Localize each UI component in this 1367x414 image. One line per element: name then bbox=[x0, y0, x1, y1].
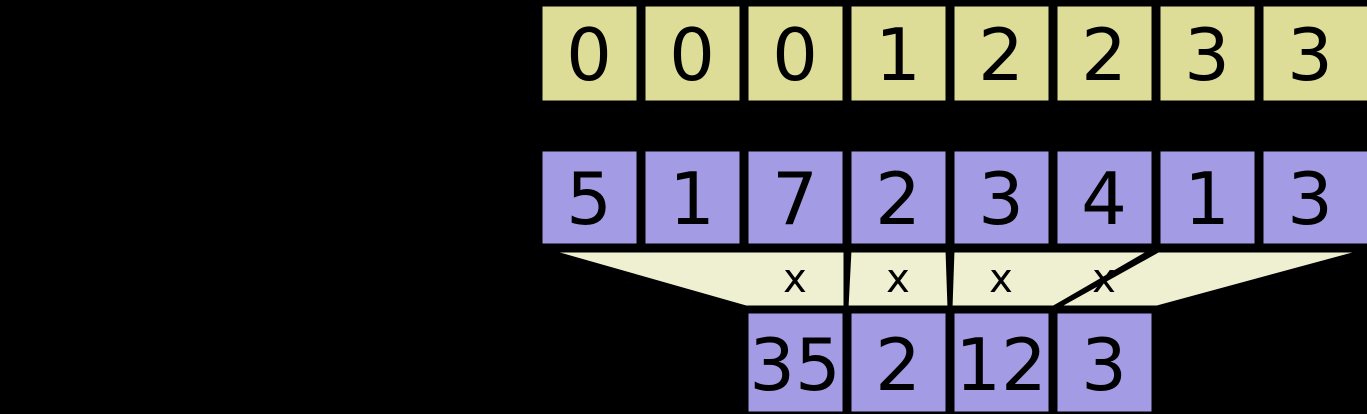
segment-id-cell bbox=[949, 1, 1054, 106]
input-value-label: 5 bbox=[566, 157, 612, 241]
input-value-cell bbox=[743, 146, 848, 249]
output-value-label: 3 bbox=[1081, 323, 1127, 407]
segment-id-label: 0 bbox=[669, 13, 715, 97]
output-value-label: 12 bbox=[955, 323, 1047, 407]
output-value-label: 35 bbox=[749, 323, 841, 407]
input-value-label: 4 bbox=[1081, 157, 1127, 241]
output-values-row: 35 2 12 3 bbox=[743, 308, 1157, 414]
input-value-cell bbox=[640, 146, 745, 249]
input-value-cell bbox=[1258, 146, 1367, 249]
input-value-label: 3 bbox=[1287, 157, 1333, 241]
reduce-operator-label: x bbox=[1092, 256, 1116, 302]
segment-id-cell bbox=[1052, 1, 1157, 106]
segment-id-cell bbox=[1258, 1, 1367, 106]
segment-id-cell bbox=[846, 1, 951, 106]
output-value-label: 2 bbox=[875, 323, 921, 407]
operator-band-row: x x x x bbox=[541, 247, 1367, 311]
segment-id-label: 2 bbox=[978, 13, 1024, 97]
input-value-label: 2 bbox=[875, 157, 921, 241]
segment-id-cell bbox=[1155, 1, 1260, 106]
segment-id-cell bbox=[537, 1, 642, 106]
output-value-cell bbox=[1052, 308, 1157, 414]
input-value-cell bbox=[949, 146, 1054, 249]
segment-ids-row: 0 0 0 1 2 2 3 3 bbox=[537, 1, 1367, 106]
input-value-label: 1 bbox=[1184, 157, 1230, 241]
reduce-operator-label: x bbox=[783, 256, 807, 302]
input-value-cell bbox=[1052, 146, 1157, 249]
input-value-cell bbox=[846, 146, 951, 249]
segment-id-cell bbox=[743, 1, 848, 106]
reduce-operator-label: x bbox=[989, 256, 1013, 302]
input-value-label: 1 bbox=[669, 157, 715, 241]
output-value-cell bbox=[846, 308, 951, 414]
segment-id-cell bbox=[640, 1, 745, 106]
output-value-cell bbox=[743, 308, 848, 414]
segment-id-label: 3 bbox=[1184, 13, 1230, 97]
segment-id-label: 3 bbox=[1287, 13, 1333, 97]
output-value-cell bbox=[949, 308, 1054, 414]
input-value-label: 3 bbox=[978, 157, 1024, 241]
segment-id-label: 1 bbox=[875, 13, 921, 97]
segment-id-label: 0 bbox=[566, 13, 612, 97]
segment-id-label: 0 bbox=[772, 13, 818, 97]
reduce-operator-label: x bbox=[886, 256, 910, 302]
input-value-label: 7 bbox=[772, 157, 818, 241]
input-values-row: 5 1 7 2 3 4 1 3 bbox=[537, 146, 1367, 249]
segment-id-label: 2 bbox=[1081, 13, 1127, 97]
reduce-fan-segment-3 bbox=[1044, 247, 1367, 311]
input-value-cell bbox=[1155, 146, 1260, 249]
input-value-cell bbox=[537, 146, 642, 249]
